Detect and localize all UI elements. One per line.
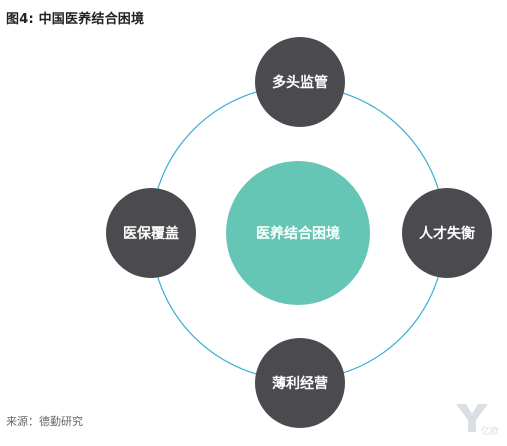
- source-note: 来源：德勤研究: [6, 415, 83, 428]
- node-top-label: 多头监管: [272, 74, 328, 91]
- center-label: 医养结合困境: [256, 225, 340, 242]
- node-bottom-label: 薄利经营: [272, 375, 328, 392]
- node-bottom-circle: [255, 338, 345, 428]
- node-right-label: 人才失衡: [419, 225, 475, 242]
- node-left-circle: [106, 188, 196, 278]
- center-circle: [226, 161, 370, 305]
- node-left-label: 医保覆盖: [123, 225, 179, 242]
- watermark-text: 亿欧: [481, 425, 499, 437]
- watermark-logo: 亿欧: [456, 404, 499, 437]
- node-top-circle: [255, 37, 345, 127]
- figure-title: 图4: 中国医养结合困境: [6, 12, 145, 27]
- node-right-circle: [402, 188, 492, 278]
